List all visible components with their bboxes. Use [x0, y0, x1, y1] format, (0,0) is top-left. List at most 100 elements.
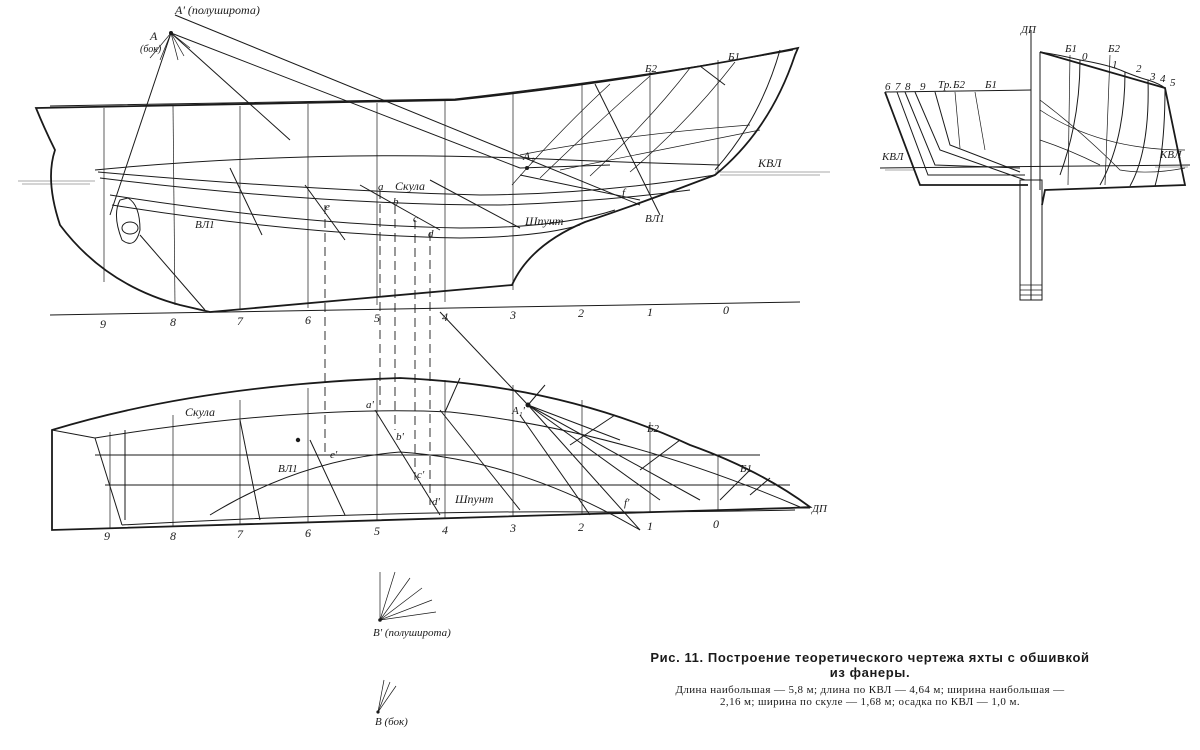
point-a-marker — [169, 31, 173, 35]
label-a-side: A — [149, 29, 158, 43]
keel-fin — [1019, 179, 1043, 301]
body-station-label: 6 — [885, 81, 891, 93]
profile-construction-ticks — [229, 164, 641, 241]
caption-specs-line2: 2,16 м; ширина по скуле — 1,68 м; осадка… — [720, 696, 1020, 708]
profile-diagonals — [511, 61, 761, 186]
label-vl1-plan: ВЛ1 — [278, 463, 298, 475]
label-b-half: B' (полуширота) — [373, 627, 451, 639]
profile-projection-lines — [109, 14, 641, 216]
caption-title-line2: из фанеры. — [829, 665, 911, 680]
body-station-label: Б1 — [984, 79, 997, 91]
point-a1-plan-marker — [525, 402, 531, 408]
profile-vl1-line — [99, 177, 691, 206]
body-station-label: Б1 — [1064, 43, 1077, 55]
label-skula-plan: Скула — [185, 405, 215, 419]
label-pt-a: a — [378, 181, 384, 193]
body-aft-section — [896, 91, 1025, 176]
profile-buttock-b2 — [594, 83, 661, 216]
body-aft-outline — [884, 91, 1028, 186]
profile-baseline — [49, 301, 801, 316]
label-kvl-body-left: КВЛ — [881, 151, 904, 163]
keel-ballast — [1020, 284, 1042, 296]
station-label-profile: 3 — [509, 308, 516, 322]
station-label-profile: 8 — [170, 315, 176, 329]
plan-vl1-line — [209, 451, 641, 531]
station-label-plan: 3 — [509, 521, 516, 535]
station-label-plan: 1 — [647, 519, 653, 533]
station-label-plan: 2 — [578, 520, 584, 534]
body-station-label: 2 — [1136, 63, 1142, 75]
plan-transom-edge — [94, 437, 123, 526]
body-station-label: 8 — [905, 81, 911, 93]
water-surface — [18, 171, 830, 185]
body-station-label: 9 — [920, 81, 926, 93]
label-pt-e: e — [325, 201, 330, 213]
plan-labels: Скула Шпунт ВЛ1 Б2 Б1 ДП A₁' a' b' c' d'… — [104, 399, 828, 543]
label-pt-f: f — [622, 187, 627, 199]
station-label-profile: 9 — [100, 317, 106, 331]
body-station-label: 4 — [1160, 73, 1166, 85]
station-label-profile: 0 — [723, 303, 729, 317]
body-station-label: 7 — [895, 81, 901, 93]
caption-specs-line1: Длина наибольшая — 5,8 м; длина по КВЛ —… — [675, 684, 1065, 696]
profile-kvl-line — [94, 155, 721, 171]
profile-labels: A' (полуширота) A (бок) A₁ КВЛ Скула Шпу… — [100, 3, 782, 331]
rudder-icon — [116, 197, 141, 244]
station-label-profile: 2 — [578, 306, 584, 320]
body-fwd-outline — [1039, 51, 1187, 206]
body-plan-labels: ДП КВЛ КВЛ 6 7 8 9 Тр. Б2 Б1 Б1 0 Б2 1 2… — [881, 24, 1182, 163]
body-station-label: 0 — [1082, 51, 1088, 63]
station-label-plan: 4 — [442, 523, 448, 537]
fan-b-half — [378, 571, 437, 622]
body-station-label: Б2 — [952, 79, 965, 91]
body-station-label: Б2 — [1107, 43, 1120, 55]
station-label-plan: 6 — [305, 526, 311, 540]
rudder-stock — [139, 234, 206, 311]
label-a-side-sub: (бок) — [140, 44, 162, 55]
plan-stations — [109, 380, 719, 528]
profile-stations — [103, 60, 719, 310]
body-station-label: 5 — [1170, 77, 1176, 89]
label-dp-body: ДП — [1020, 24, 1037, 36]
body-station-label: 3 — [1149, 71, 1156, 83]
caption-title-line1: Рис. 11. Построение теоретического черте… — [650, 650, 1090, 665]
profile-chine-line — [97, 171, 716, 196]
label-b-side: B (бок) — [375, 716, 408, 728]
body-deck-line — [884, 89, 1032, 93]
profile-keel-line — [111, 204, 581, 239]
station-label-plan: 8 — [170, 529, 176, 543]
station-label-profile: 6 — [305, 313, 311, 327]
rudder-hub-icon — [121, 221, 139, 235]
plan-view — [51, 311, 813, 531]
profile-buttock-b1 — [699, 65, 726, 86]
profile-view — [18, 14, 830, 505]
station-label-profile: 7 — [237, 314, 244, 328]
label-kvl-body-right: КВЛ — [1159, 149, 1182, 161]
station-label-plan: 7 — [237, 527, 244, 541]
plan-deck-outline — [51, 377, 813, 531]
body-kvl-line — [879, 164, 1191, 169]
plan-chine-line — [94, 410, 801, 508]
station-label-profile: 5 — [374, 311, 380, 325]
label-a-half: A' (полуширота) — [174, 3, 260, 17]
plan-transom-top — [51, 429, 96, 439]
label-pt-a-plan: a' — [366, 399, 375, 411]
label-b1-profile: Б1 — [727, 51, 740, 63]
body-station-label: Тр. — [938, 79, 952, 91]
station-label-plan: 5 — [374, 524, 380, 538]
body-plan — [879, 30, 1191, 301]
profile-rabbet-line — [109, 194, 616, 229]
label-b1-plan: Б1 — [739, 463, 752, 475]
label-a1: A₁ — [522, 149, 535, 163]
label-pt-b: b — [393, 196, 399, 208]
label-pt-f-plan: f' — [624, 497, 630, 509]
label-pt-c-plan: c' — [417, 469, 425, 481]
station-label-plan: 9 — [104, 529, 110, 543]
profile-stern-post — [714, 49, 781, 171]
label-shpunt-profile: Шпунт — [524, 214, 564, 228]
label-shpunt-plan: Шпунт — [454, 492, 494, 506]
station-label-profile: 1 — [647, 305, 653, 319]
station-label-plan: 0 — [713, 517, 719, 531]
label-pt-b-plan: b' — [396, 431, 405, 443]
